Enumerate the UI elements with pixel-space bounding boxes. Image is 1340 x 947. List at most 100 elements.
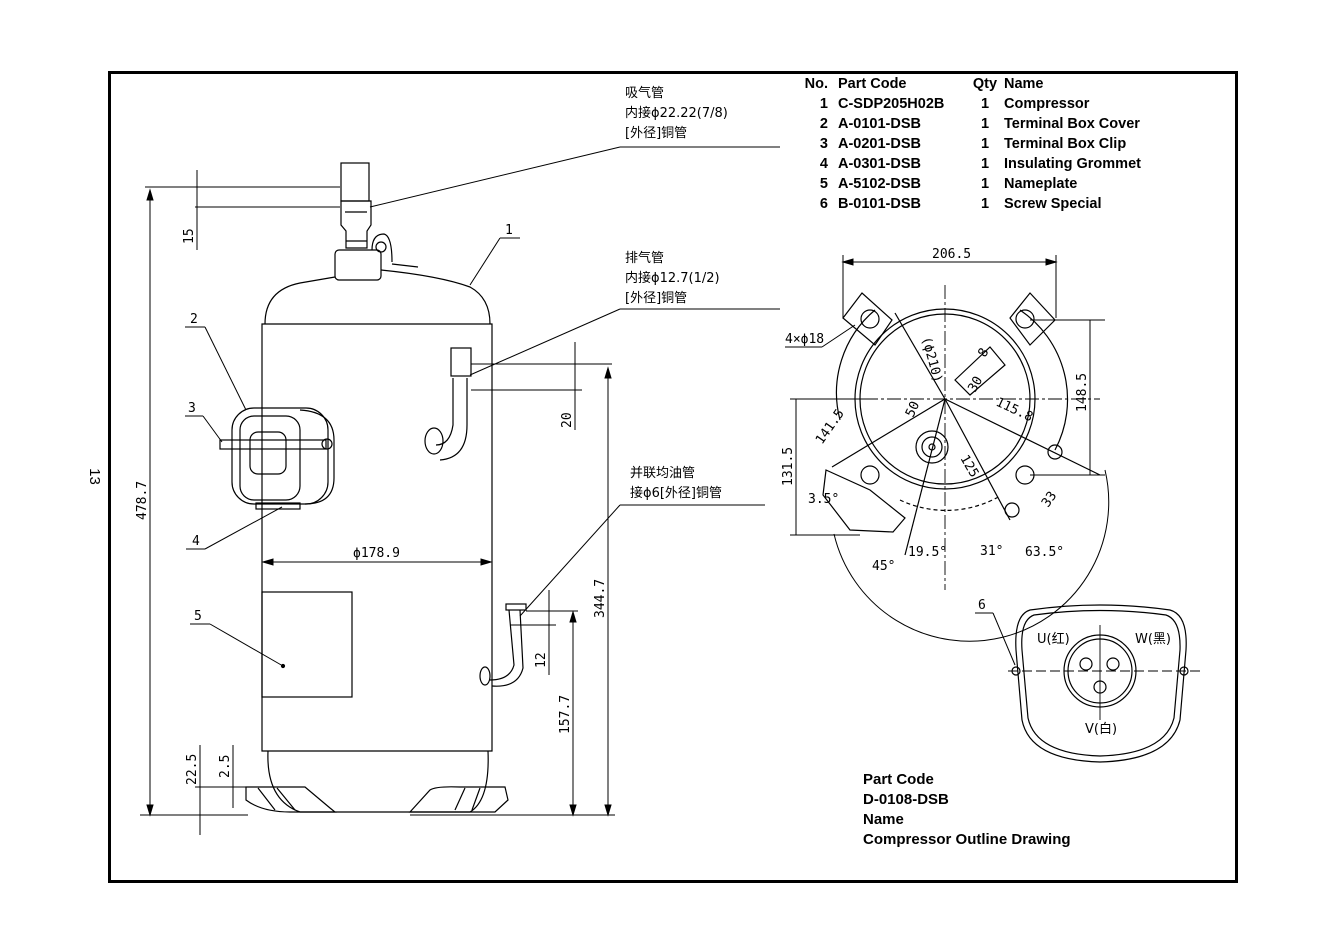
dim-131-5: 131.5 — [781, 447, 796, 486]
plan-view-dimensions — [790, 255, 1110, 642]
dim-30: 30 — [965, 374, 986, 395]
cell-name: Nameplate — [1004, 176, 1078, 192]
suction-label-3: [外径]铜管 — [625, 126, 687, 141]
cell-qty: 1 — [980, 116, 990, 132]
discharge-pipe-bend — [424, 427, 444, 455]
cell-qty: 1 — [980, 96, 990, 112]
callout-1: 1 — [505, 223, 513, 238]
dim-angle-19-5: 19.5° — [908, 545, 947, 560]
terminal-box-clip — [219, 439, 327, 450]
discharge-label-3: [外径]铜管 — [625, 291, 687, 306]
side-view-dimensions — [140, 170, 615, 835]
mount-pad-tl — [842, 292, 893, 346]
cell-qty: 1 — [980, 136, 990, 152]
cell-name: Terminal Box Cover — [1004, 116, 1140, 132]
terminal-box-plan — [822, 469, 906, 533]
dim-suction-stub: 15 — [182, 228, 197, 244]
cell-no: 3 — [819, 136, 828, 152]
dim-angle-63-5: 63.5° — [1025, 545, 1064, 560]
terminal-detail-view — [1008, 604, 1200, 763]
discharge-label-1: 排气管 — [625, 250, 664, 266]
oil-pipe-label-2: 接ϕ6[外径]铜管 — [630, 485, 722, 501]
oil-pipe-label-1: 并联均油管 — [630, 466, 695, 481]
cell-qty: 1 — [980, 196, 990, 212]
title-part-code-label: Part Code — [863, 771, 934, 788]
callout-6: 6 — [978, 598, 986, 613]
oil-equalizer-pipe — [505, 603, 527, 611]
callout-4: 4 — [192, 534, 200, 549]
terminal-u — [1079, 657, 1093, 671]
cell-part-code: C-SDP205H02B — [838, 96, 945, 112]
dim-foot-thickness: 2.5 — [218, 755, 233, 778]
parts-table: No. Part Code Qty Name 1 C-SDP205H02B 1 Com… — [790, 74, 1141, 214]
suction-label-2: 内接ϕ22.22(7/8) — [625, 105, 728, 121]
cell-qty: 1 — [980, 176, 990, 192]
compressor-side-view — [219, 162, 527, 813]
dim-discharge-height: 344.7 — [593, 579, 608, 618]
callout-5: 5 — [194, 609, 202, 624]
cell-no: 6 — [819, 196, 828, 212]
cell-name: Compressor — [1004, 96, 1090, 112]
terminal-cover-outline — [1015, 604, 1187, 763]
cell-name: Insulating Grommet — [1004, 156, 1141, 172]
suction-fitting — [334, 249, 382, 281]
dim-oil-stub: 12 — [534, 652, 549, 668]
dim-angle-3-5: 3.5° — [808, 492, 839, 507]
mount-hole-bl — [860, 465, 880, 485]
suction-label-1: 吸气管 — [625, 85, 664, 101]
dim-mount-span-x: 206.5 — [932, 247, 971, 262]
discharge-label-2: 内接ϕ12.7(1/2) — [625, 270, 720, 286]
suction-pipe-top — [340, 162, 370, 202]
mounting-foot-left — [245, 786, 337, 813]
dim-mount-holes: 4×ϕ18 — [785, 332, 824, 347]
cell-part-code: A-5102-DSB — [838, 176, 921, 192]
leader-lines — [185, 146, 1016, 667]
cell-no: 2 — [819, 116, 828, 132]
table-row: 1 C-SDP205H02B 1 Compressor — [790, 94, 1141, 114]
cell-part-code: B-0101-DSB — [838, 196, 921, 212]
dim-50: 50 — [903, 399, 923, 420]
table-row: 5 A-5102-DSB 1 Nameplate — [790, 174, 1141, 194]
table-row: 6 B-0101-DSB 1 Screw Special — [790, 194, 1141, 214]
terminal-label-u: U(红) — [1037, 631, 1070, 647]
dim-125: 125 — [957, 453, 982, 481]
cell-part-code: A-0101-DSB — [838, 116, 921, 132]
dim-115-8: 115.8 — [993, 395, 1035, 425]
cell-qty: 1 — [980, 156, 990, 172]
terminal-label-w: W(黑) — [1135, 632, 1171, 647]
dim-mount-span-y: 148.5 — [1075, 373, 1090, 412]
cell-no: 1 — [819, 96, 828, 112]
callout-2: 2 — [190, 312, 198, 327]
screw-special-right — [1179, 666, 1189, 676]
table-row: 3 A-0201-DSB 1 Terminal Box Clip — [790, 134, 1141, 154]
shell-body — [261, 323, 493, 752]
parts-table-header: No. Part Code Qty Name — [790, 74, 1141, 94]
screw-special-left — [1011, 666, 1021, 676]
dim-overall-height: 478.7 — [135, 481, 150, 520]
dim-33: 33 — [1039, 489, 1060, 510]
header-part-code: Part Code — [838, 76, 907, 92]
dim-oil-height: 157.7 — [558, 695, 573, 734]
dim-foot-height: 22.5 — [185, 754, 200, 785]
drawing-frame — [108, 71, 1238, 883]
cell-name: Screw Special — [1004, 196, 1102, 212]
terminal-box-cover — [231, 407, 329, 505]
cell-name: Terminal Box Clip — [1004, 136, 1127, 152]
dim-discharge-stub: 20 — [560, 412, 575, 428]
dim-shell-diameter: ϕ178.9 — [353, 546, 400, 561]
dim-141-5: 141.5 — [813, 407, 848, 448]
callout-3: 3 — [188, 401, 196, 416]
nameplate — [261, 591, 353, 698]
title-part-code: D-0108-DSB — [863, 791, 949, 808]
dim-angle-45: 45° — [872, 559, 895, 574]
cell-part-code: A-0201-DSB — [838, 136, 921, 152]
cell-no: 5 — [819, 176, 828, 192]
shell-dome-right — [380, 269, 491, 325]
header-name: Name — [1004, 76, 1044, 92]
header-qty: Qty — [972, 76, 998, 92]
discharge-pipe — [450, 347, 472, 377]
dim-angle-31: 31° — [980, 544, 1003, 559]
shell-dome-left — [264, 276, 336, 325]
